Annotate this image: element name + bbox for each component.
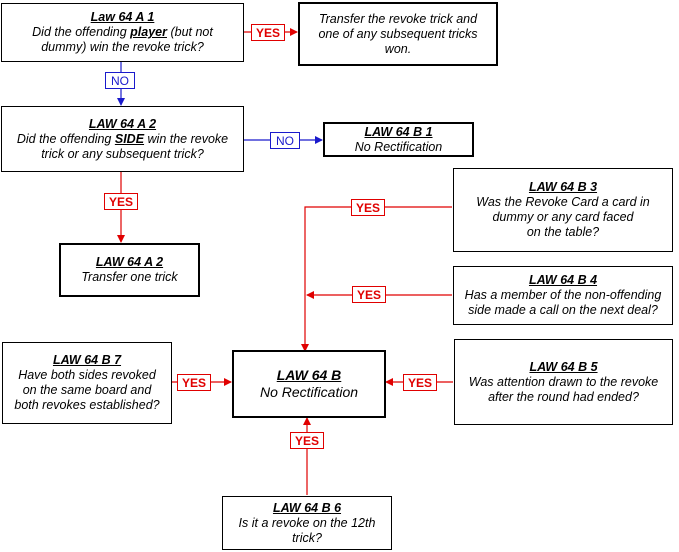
node-title: LAW 64 B 5 — [529, 359, 598, 374]
yes-label: YES — [352, 286, 386, 303]
node-text: Was the Revoke Card a card in — [476, 195, 650, 209]
node-text: Is it a revoke on the 12th — [238, 515, 376, 530]
node-title: LAW 64 B 7 — [52, 353, 122, 367]
node-text: Did the offending — [32, 25, 131, 39]
node-law-64-a1: Law 64 A 1 Did the offending player (but… — [1, 3, 244, 62]
yes-label: YES — [351, 199, 385, 216]
node-title: LAW 64 B 4 — [528, 273, 598, 287]
node-law-64-b5: LAW 64 B 5 Was attention drawn to the re… — [454, 339, 673, 425]
node-transfer-trick: Transfer the revoke trick and one of any… — [298, 2, 498, 66]
node-text: won. — [384, 41, 412, 56]
node-text: Have both sides revoked — [18, 368, 156, 382]
no-label: NO — [270, 132, 300, 149]
node-law-64-a2-result: LAW 64 A 2 Transfer one trick — [59, 243, 200, 297]
node-text: win the revoke — [144, 131, 229, 146]
node-text: both revokes established? — [14, 398, 160, 412]
node-title: LAW 64 B 6 — [272, 500, 342, 515]
node-title: LAW 64 B 3 — [528, 180, 598, 194]
yes-label: YES — [104, 193, 138, 210]
node-text: on the same board and — [22, 383, 152, 397]
arrow-b3-yes — [301, 206, 452, 352]
node-text: trick? — [292, 530, 322, 545]
yes-label: YES — [177, 374, 211, 391]
node-text: No Rectification — [259, 384, 359, 400]
yes-label: YES — [290, 432, 324, 449]
node-text: on the table? — [526, 225, 600, 239]
node-text: dummy) win the revoke trick? — [41, 40, 204, 54]
node-text: side made a call on the next deal? — [468, 303, 658, 317]
node-text: Transfer one trick — [81, 270, 178, 284]
node-text: trick or any subsequent trick? — [41, 146, 204, 161]
node-text: No Rectification — [354, 139, 443, 154]
node-text: Transfer the revoke trick and — [318, 11, 478, 26]
no-label: NO — [105, 72, 135, 89]
node-text: one of any subsequent tricks — [318, 26, 478, 41]
node-text: dummy or any card faced — [492, 210, 634, 224]
node-law-64-a2: LAW 64 A 2 Did the offending SIDE win th… — [1, 106, 244, 172]
node-title: LAW 64 A 2 — [88, 116, 157, 131]
node-title: LAW 64 B 1 — [364, 124, 433, 139]
node-law-64-b3: LAW 64 B 3 Was the Revoke Card a card in… — [453, 168, 673, 252]
node-law-64-b7: LAW 64 B 7 Have both sides revoked on th… — [2, 342, 172, 424]
node-law-64-b4: LAW 64 B 4 Has a member of the non-offen… — [453, 266, 673, 325]
node-title: LAW 64 A 2 — [95, 255, 164, 269]
node-emphasis: player — [130, 25, 167, 39]
node-text: Did the offending — [16, 131, 115, 146]
yes-label: YES — [403, 374, 437, 391]
node-text: after the round had ended? — [488, 389, 639, 404]
node-title: Law 64 A 1 — [90, 10, 155, 24]
node-text: (but not — [166, 25, 213, 39]
node-title: LAW 64 B — [276, 367, 342, 383]
yes-label: YES — [251, 24, 285, 41]
node-law-64-b: LAW 64 B No Rectification — [232, 350, 386, 418]
node-law-64-b6: LAW 64 B 6 Is it a revoke on the 12th tr… — [222, 496, 392, 550]
node-emphasis: SIDE — [114, 131, 145, 146]
node-law-64-b1: LAW 64 B 1 No Rectification — [323, 122, 474, 157]
node-text: Was attention drawn to the revoke — [468, 374, 659, 389]
node-text: Has a member of the non-offending — [464, 288, 662, 302]
